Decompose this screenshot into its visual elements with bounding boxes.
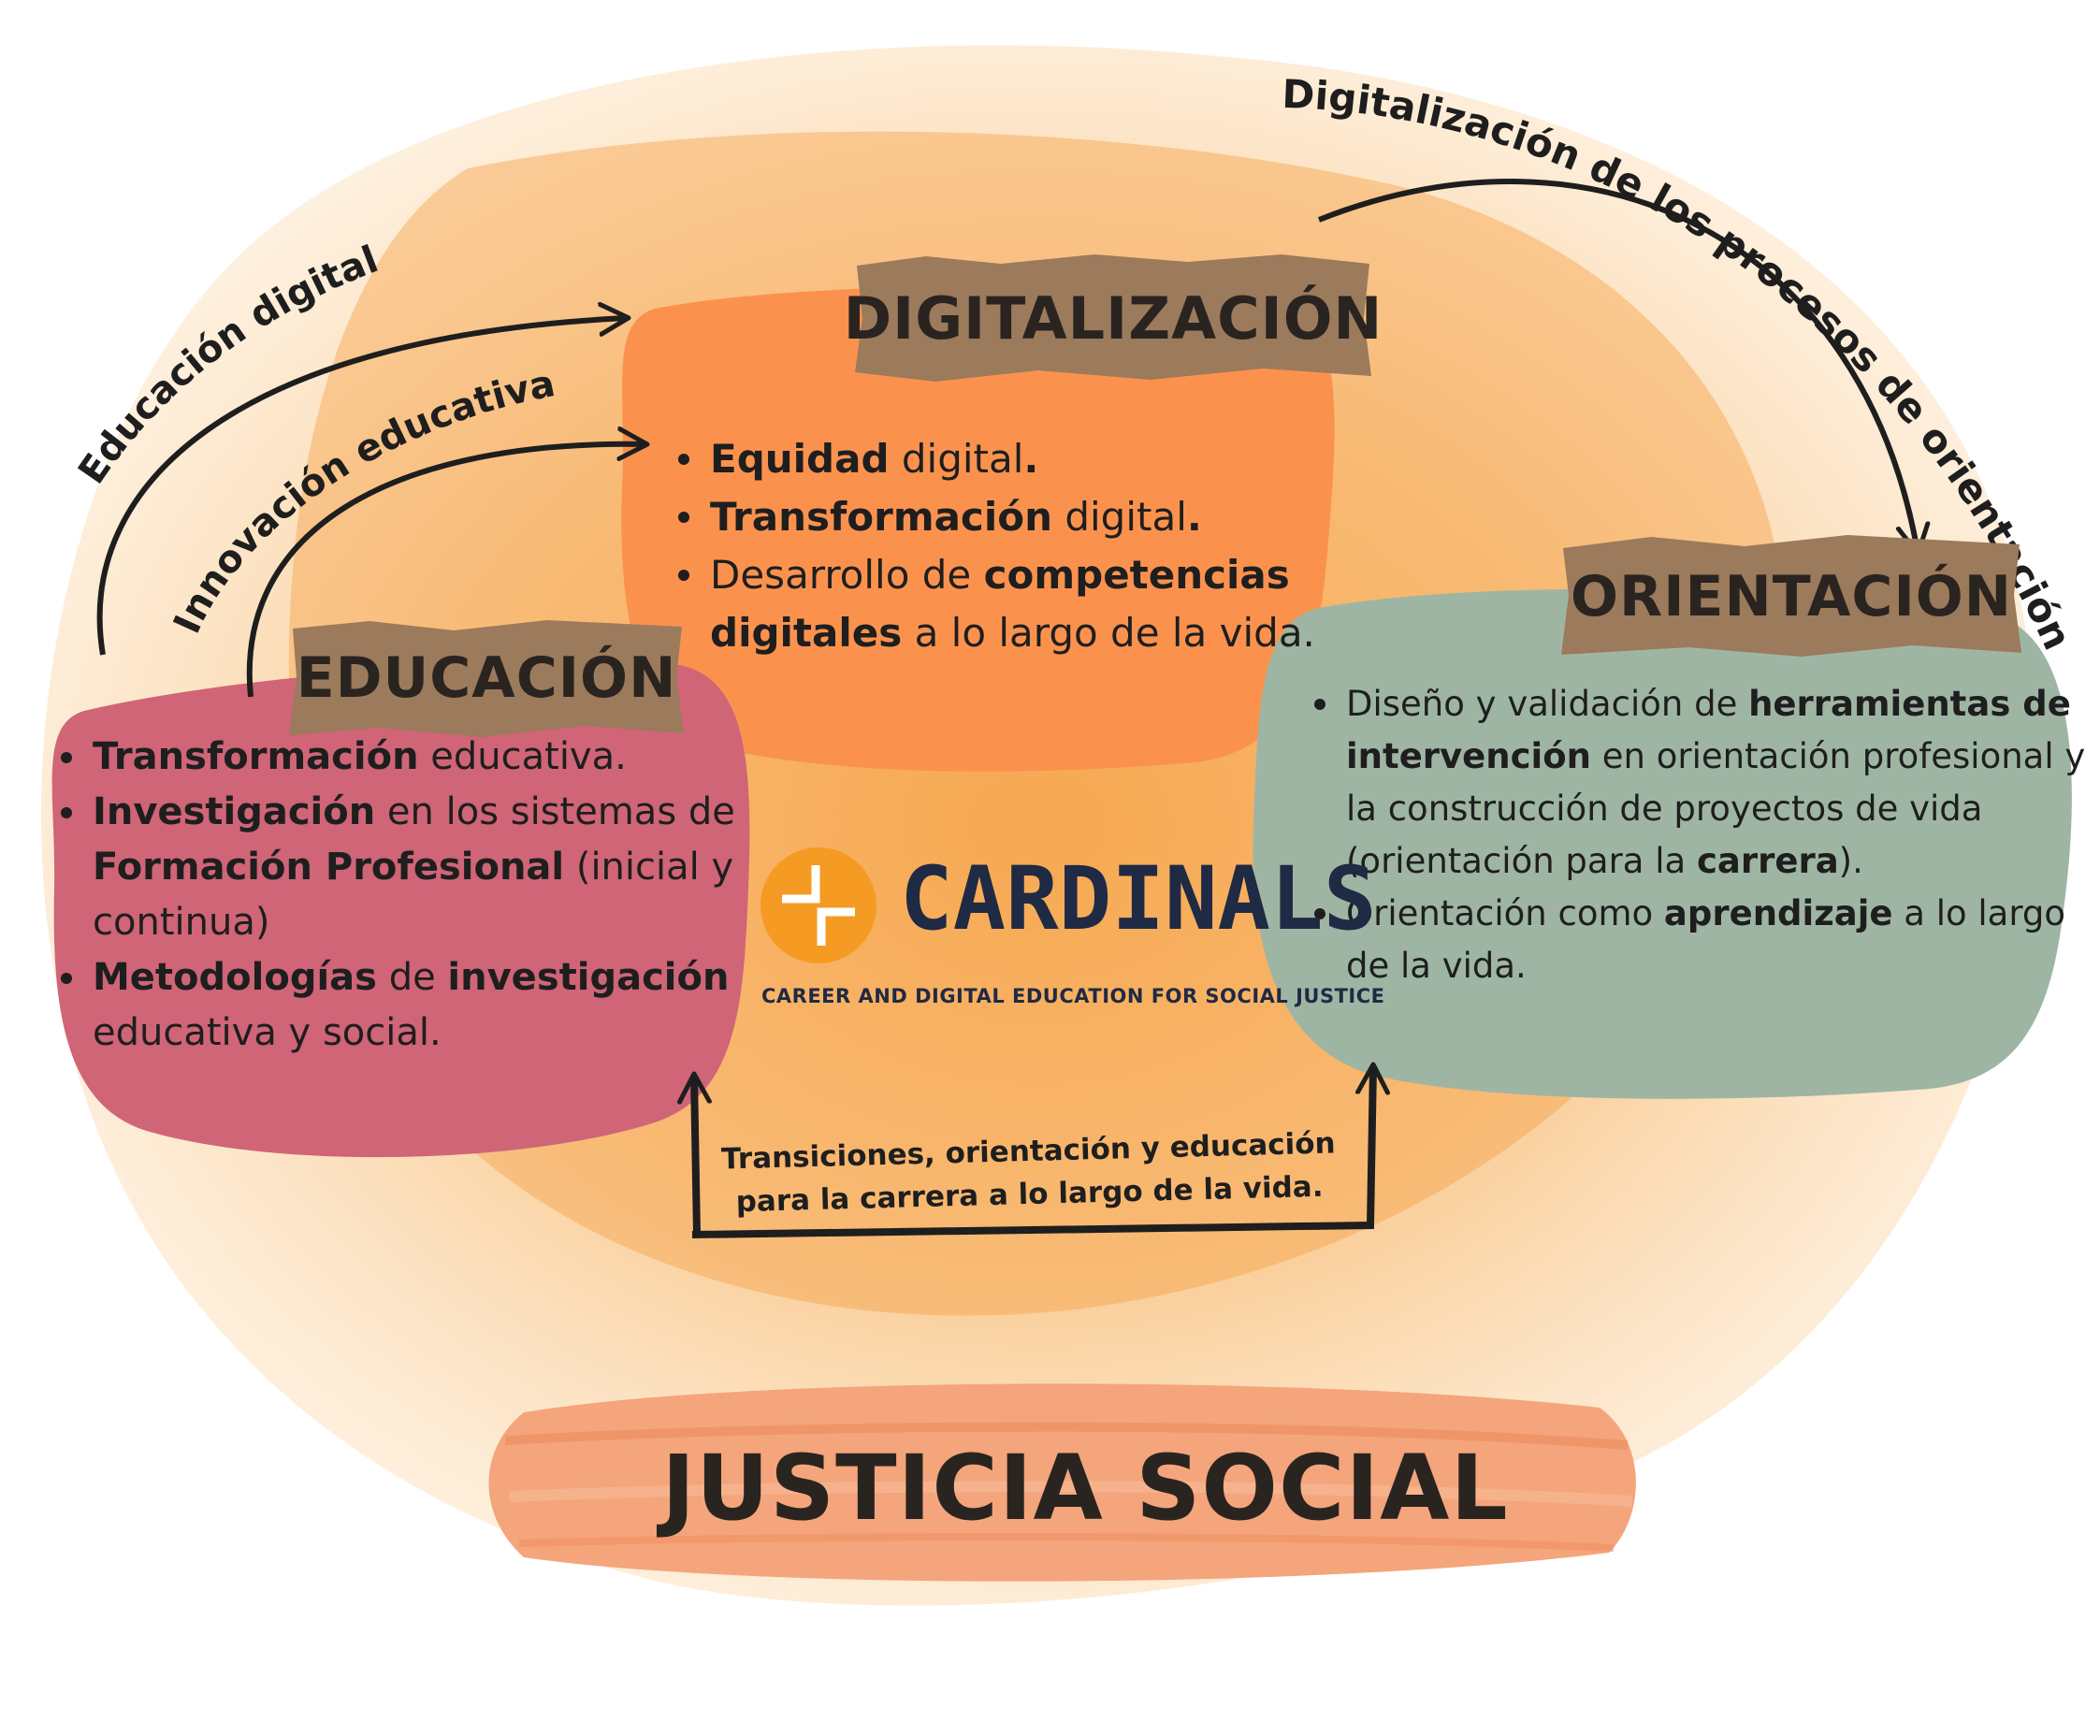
paper-tag-shape: [289, 620, 684, 737]
text-run: a lo largo de la vida.: [1346, 893, 2066, 986]
justicia-social-title: JUSTICIA SOCIAL: [661, 1436, 1509, 1541]
cardinals-tagline: CAREER AND DIGITAL EDUCATION FOR SOCIAL …: [761, 985, 1385, 1007]
bold-run: aprendizaje: [1663, 893, 1893, 933]
innovacion-educativa-arrow: [246, 444, 645, 698]
digitalizacion-tag: DIGITALIZACIÓN: [844, 253, 1382, 383]
orientacion-blob: [1253, 588, 2072, 1099]
bold-run: competencias digitales: [710, 552, 1290, 656]
educacion-list: Transformación educativa.Investigación e…: [51, 730, 785, 1061]
educacion-digital-arrow: [96, 318, 627, 656]
bold-run: Metodologías: [93, 956, 377, 999]
educacion-blob: [51, 661, 750, 1158]
cardinals-logo: CARDINALS CAREER AND DIGITAL EDUCATION F…: [758, 837, 1384, 1024]
educacion-title: EDUCACIÓN: [296, 645, 677, 711]
list-item: Transformación digital.: [678, 488, 1355, 546]
text-run: de: [376, 956, 448, 999]
text-run: educativa y social.: [93, 1011, 442, 1054]
bold-run: Equidad: [710, 436, 890, 482]
bold-run: Formación Profesional: [93, 846, 565, 889]
justicia-brush: [488, 1383, 1636, 1582]
transiciones-arrow: [691, 1066, 1373, 1238]
list-item: Diseño y validación de herramientas de i…: [1314, 678, 2094, 888]
digitalizacion-list: Equidad digital.Transformación digital.D…: [669, 430, 1355, 662]
digitalizacion-title: DIGITALIZACIÓN: [843, 283, 1383, 353]
list-item: Orientación como aprendizaje a lo largo …: [1314, 888, 2094, 992]
digitalizacion-blob: [621, 285, 1335, 772]
text-run: digital: [889, 436, 1024, 482]
orientacion-title: ORIENTACIÓN: [1570, 563, 2012, 629]
cardinals-plus-icon: [760, 847, 876, 963]
bold-run: Investigación: [93, 790, 376, 833]
transiciones-label: Transiciones, orientación y educación pa…: [696, 1121, 1362, 1225]
bold-run: Transformación: [710, 494, 1052, 540]
bold-run: investigación: [447, 956, 730, 999]
bold-run: .: [1023, 436, 1039, 482]
bold-run: .: [1186, 494, 1202, 540]
text-run: ).: [1838, 841, 1863, 881]
text-run: digital: [1051, 494, 1187, 540]
cardinals-wordmark: CARDINALS: [900, 848, 1377, 950]
list-item: Transformación educativa.: [61, 730, 785, 785]
text-run: educativa.: [418, 735, 627, 778]
bold-run: Transformación: [93, 735, 419, 778]
educacion-tag: EDUCACIÓN: [285, 617, 688, 739]
list-item: Investigación en los sistemas de Formaci…: [61, 785, 785, 950]
bold-run: carrera: [1696, 841, 1839, 881]
list-item: Equidad digital.: [678, 430, 1355, 488]
digitalizacion-procesos-arrow: [1317, 179, 1918, 552]
list-item: Desarrollo de competencias digitales a l…: [678, 546, 1355, 662]
list-item: Metodologías de investigación educativa …: [61, 950, 785, 1061]
text-run: en los sistemas de: [375, 790, 735, 833]
text-run: en orientación profesional y la construc…: [1346, 736, 2086, 881]
orientacion-list: Diseño y validación de herramientas de i…: [1305, 678, 2094, 992]
paper-tag-shape: [855, 254, 1371, 382]
text-run: Desarrollo de: [710, 552, 984, 598]
text-run: a lo largo de la vida.: [902, 610, 1315, 656]
transiciones-arrow-left: [694, 1076, 697, 1236]
paper-tag-shape: [1561, 535, 2021, 657]
text-run: Orientación como: [1346, 893, 1664, 933]
text-run: (inicial y continua): [93, 846, 734, 944]
text-run: Diseño y validación de: [1346, 684, 1749, 724]
bold-run: herramientas de intervención: [1346, 684, 2071, 776]
orientacion-tag: ORIENTACIÓN: [1557, 533, 2025, 659]
